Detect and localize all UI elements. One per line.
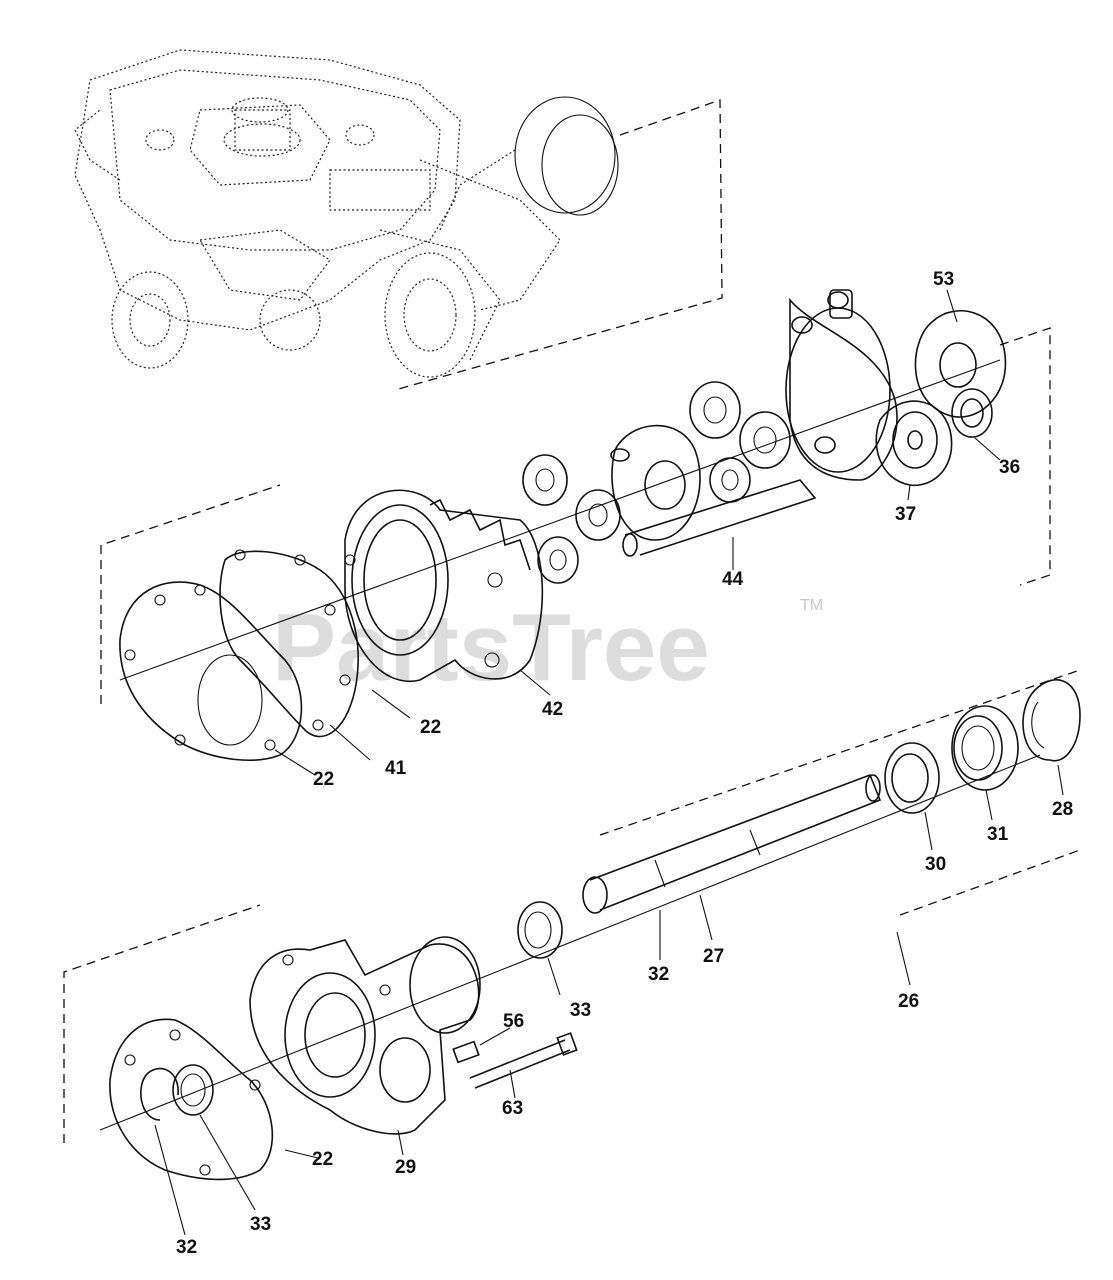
- callout-36: 36: [999, 457, 1020, 478]
- callout-22-middle: 22: [313, 769, 334, 790]
- part-28-snap-ring: [1022, 679, 1081, 762]
- callout-29: 29: [395, 1157, 416, 1178]
- carrier-plate: [785, 289, 898, 481]
- callout-44: 44: [722, 569, 744, 590]
- callout-56: 56: [503, 1011, 524, 1032]
- part-22-gasket-middle: [119, 581, 303, 761]
- callout-37: 37: [895, 504, 916, 525]
- callout-33-upper: 33: [570, 1000, 591, 1021]
- callout-22-upper: 22: [420, 717, 441, 738]
- callout-26: 26: [898, 991, 919, 1012]
- part-37-bearing: [875, 400, 953, 486]
- callout-63: 63: [502, 1098, 523, 1119]
- part-63-bolt: [469, 1032, 578, 1089]
- callout-30: 30: [925, 854, 946, 875]
- part-22-gasket-lower: [109, 1018, 274, 1181]
- axle-housing-end: [439, 96, 619, 231]
- planet-gears: [689, 381, 791, 503]
- part-33-washer-lower: [172, 1064, 214, 1116]
- part-27-output-shaft: [582, 773, 882, 914]
- part-33-washer-upper: [517, 901, 563, 959]
- gear-disc: [610, 424, 701, 541]
- part-30-seal: [884, 742, 940, 814]
- part-32-snap-ring: [140, 1067, 179, 1121]
- transmission-housing: [74, 49, 561, 378]
- callout-28: 28: [1052, 799, 1073, 820]
- callout-42: 42: [542, 699, 563, 720]
- part-41-gasket: [219, 549, 359, 738]
- part-53-washer: [914, 309, 1007, 418]
- leader-lines: [154, 289, 1064, 1236]
- callout-31: 31: [987, 824, 1009, 845]
- part-36-bushing: [951, 388, 993, 438]
- part-42-ring-housing: [344, 489, 544, 683]
- callout-41: 41: [385, 758, 407, 779]
- callout-33-lower: 33: [250, 1214, 271, 1235]
- pinion-gears: [522, 454, 621, 584]
- callout-27: 27: [703, 946, 724, 967]
- callout-22-lower: 22: [312, 1149, 333, 1170]
- callout-53: 53: [933, 269, 954, 290]
- watermark-text: PartsTree: [272, 594, 710, 701]
- part-29-axle-housing: [249, 936, 481, 1135]
- callout-32-upper: 32: [648, 964, 669, 985]
- watermark-tm: TM: [800, 597, 823, 614]
- callout-32-lower: 32: [176, 1237, 197, 1258]
- part-56-fitting: [452, 1040, 480, 1064]
- part-44-shaft: [622, 479, 817, 557]
